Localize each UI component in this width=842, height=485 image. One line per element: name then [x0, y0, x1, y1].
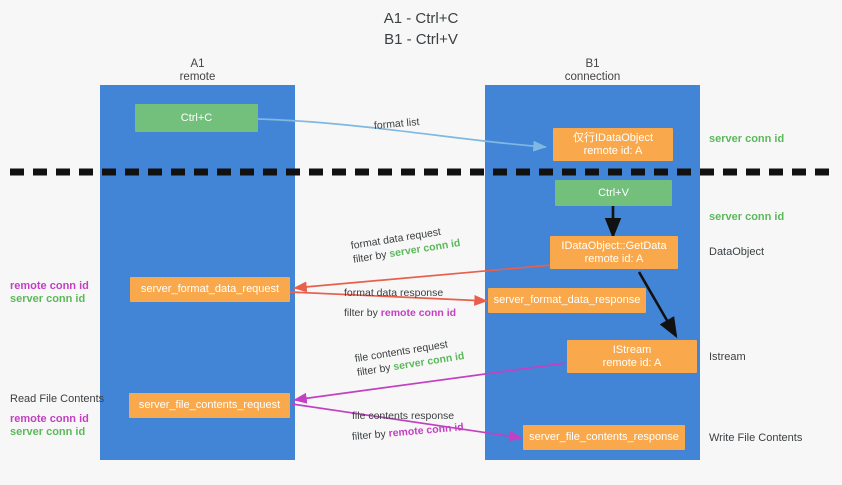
- box-ctrl-v[interactable]: Ctrl+V: [555, 180, 672, 206]
- box-server-format-data-request[interactable]: server_format_data_request: [130, 277, 290, 302]
- annotation-server-conn-id-2: server conn id: [10, 426, 86, 438]
- lane-heading-b1: B1 connection: [564, 58, 621, 83]
- edge-label-format-data-response: format data response filter by remote co…: [344, 286, 456, 320]
- connector-file-contents-request: [293, 362, 567, 404]
- connector-format-data-request: [293, 264, 553, 293]
- annotation-dataobject: DataObject: [709, 246, 765, 258]
- connector-getdata-istream: [637, 271, 678, 339]
- edge-label-file-contents-response: file contents response filter by remote …: [351, 409, 465, 444]
- box-idataobject[interactable]: 仅行IDataObject remote id: A: [553, 128, 673, 161]
- connector-format-list: [257, 118, 547, 152]
- edge-label-format-data-response-title: format data response: [344, 287, 444, 299]
- annotation-server-conn-id-second: server conn id: [709, 211, 785, 223]
- diagram-title: A1 - Ctrl+C B1 - Ctrl+V: [383, 10, 459, 48]
- lane-heading-a1: A1 remote: [179, 58, 216, 83]
- edge-label-format-data-response-filter: filter by remote conn id: [344, 307, 457, 319]
- box-ctrl-c[interactable]: Ctrl+C: [135, 104, 258, 132]
- box-istream[interactable]: IStream remote id: A: [567, 340, 697, 373]
- box-server-file-contents-response[interactable]: server_file_contents_response: [523, 425, 685, 450]
- box-server-format-data-response[interactable]: server_format_data_response: [488, 288, 646, 313]
- box-idataobject-getdata[interactable]: IDataObject::GetData remote id: A: [550, 236, 678, 269]
- edge-label-file-contents-response-title: file contents response: [352, 410, 455, 422]
- annotation-server-conn-id-1: server conn id: [10, 293, 86, 305]
- connector-format-data-response: [289, 291, 488, 306]
- annotation-istream: Istream: [709, 351, 746, 363]
- annotation-read-file-contents: Read File Contents: [10, 393, 105, 405]
- annotation-remote-conn-id-1: remote conn id: [10, 280, 89, 292]
- annotation-remote-conn-id-2: remote conn id: [10, 413, 89, 425]
- annotation-server-conn-id-top: server conn id: [709, 133, 785, 145]
- box-server-file-contents-request[interactable]: server_file_contents_request: [129, 393, 290, 418]
- annotation-write-file-contents: Write File Contents: [709, 432, 803, 444]
- connector-file-contents-response: [291, 403, 523, 442]
- edge-label-file-contents-response-filter: filter by remote conn id: [351, 421, 465, 443]
